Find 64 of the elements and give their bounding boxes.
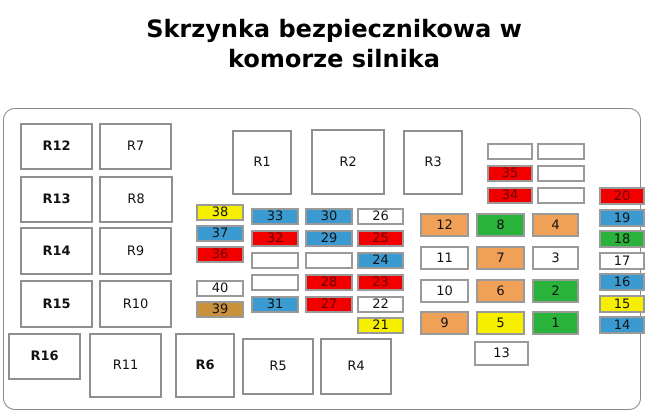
relay-slot: R13: [20, 176, 93, 223]
fuse: 15: [599, 295, 645, 313]
relay-slot: R7: [99, 123, 172, 170]
title: Skrzynka bezpiecznikowa w komorze silnika: [145, 14, 523, 74]
relay-slot: R5: [242, 338, 314, 395]
fuse: 26: [357, 208, 404, 225]
fuse: 34: [487, 187, 533, 204]
fuse: 6: [476, 279, 525, 303]
fuse: 20: [599, 187, 645, 205]
empty-fuse-slot: [537, 187, 585, 204]
empty-fuse-slot: [251, 252, 299, 269]
fuse: 36: [196, 246, 244, 263]
empty-fuse-slot: [251, 274, 299, 291]
relay-slot: R14: [20, 227, 93, 275]
fuse: 11: [420, 246, 469, 270]
fuse: 17: [599, 252, 645, 270]
relay-slot: R4: [320, 338, 392, 395]
fuse: 2: [532, 279, 579, 303]
fuse: 10: [420, 279, 469, 303]
fuse: 24: [357, 252, 404, 269]
relay-slot: R2: [311, 129, 385, 195]
fuse: 5: [476, 311, 525, 335]
empty-fuse-slot: [487, 143, 533, 160]
fuse: 8: [476, 213, 525, 237]
fuse: 29: [305, 230, 353, 247]
fuse: 27: [305, 296, 353, 313]
relay-slot: R6: [175, 333, 235, 398]
fuse: 7: [476, 246, 525, 270]
fuse: 30: [305, 208, 353, 225]
fuse: 23: [357, 274, 404, 291]
fuse: 31: [251, 296, 299, 313]
fuse: 37: [196, 225, 244, 242]
relay-slot: R12: [20, 123, 93, 170]
fuse: 25: [357, 230, 404, 247]
relay-slot: R3: [403, 130, 463, 195]
fuse: 19: [599, 209, 645, 227]
fuse: 32: [251, 230, 299, 247]
fuse: 16: [599, 273, 645, 291]
relay-slot: R15: [20, 280, 93, 328]
relay-slot: R9: [99, 227, 172, 275]
fuse: 3: [532, 246, 579, 270]
relay-slot: R10: [99, 280, 172, 328]
fuse: 14: [599, 316, 645, 334]
relay-slot: R11: [89, 333, 162, 398]
fuse: 12: [420, 213, 469, 237]
empty-fuse-slot: [537, 143, 585, 160]
fuse: 21: [357, 317, 404, 334]
fuse: 4: [532, 213, 579, 237]
fuse: 33: [251, 208, 299, 225]
fuse: 40: [196, 280, 244, 297]
relay-slot: R8: [99, 176, 173, 223]
fuse: 39: [196, 301, 244, 318]
fuse: 13: [474, 341, 529, 366]
fuse: 22: [357, 296, 404, 313]
fuse: 18: [599, 230, 645, 248]
empty-fuse-slot: [305, 252, 353, 269]
fuse: 38: [196, 204, 244, 221]
fuse: 28: [305, 274, 353, 291]
relay-slot: R1: [232, 130, 292, 195]
fuse: 1: [532, 311, 579, 335]
fuse: 35: [487, 165, 533, 182]
fuse: 9: [420, 311, 469, 335]
relay-slot: R16: [8, 333, 81, 380]
empty-fuse-slot: [537, 165, 585, 182]
